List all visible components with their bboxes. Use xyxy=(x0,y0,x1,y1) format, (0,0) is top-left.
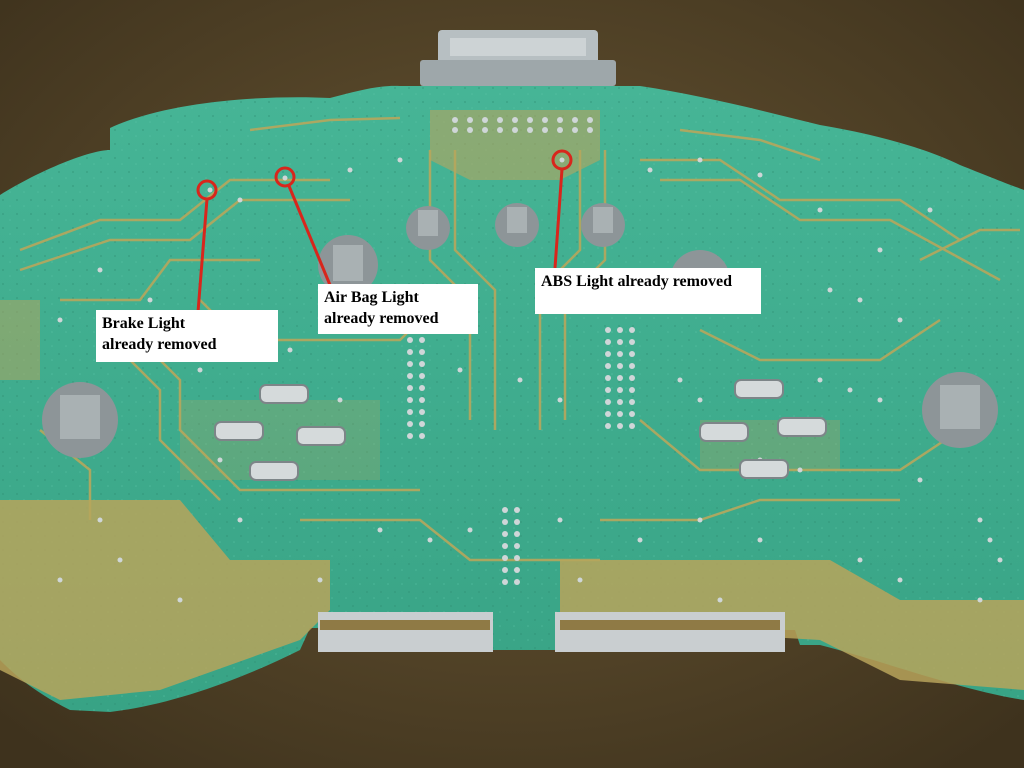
bulb-socket xyxy=(42,382,118,458)
bulb-sockets xyxy=(42,203,998,458)
abs-light-label: ABS Light already removed xyxy=(535,268,761,314)
brake-light-label-line2: already removed xyxy=(102,336,217,353)
bottom-connectors xyxy=(318,612,785,652)
brake-light-label: Brake Light already removed xyxy=(96,310,278,362)
airbag-light-label-line2: already removed xyxy=(324,310,439,327)
annotation-markers xyxy=(196,149,573,313)
solder-pads xyxy=(57,117,1003,603)
bulb-socket xyxy=(922,372,998,448)
bulb-socket xyxy=(406,206,450,250)
airbag-light-label-line1: Air Bag Light xyxy=(324,289,419,306)
airbag-light-marker xyxy=(274,166,296,188)
brake-light-label-line1: Brake Light xyxy=(102,315,186,332)
bulb-socket xyxy=(581,203,625,247)
top-connector xyxy=(420,30,616,86)
abs-light-label-line1: ABS Light already removed xyxy=(541,273,732,290)
airbag-light-label: Air Bag Light already removed xyxy=(318,284,478,334)
bulb-socket xyxy=(318,235,378,295)
twist-sockets xyxy=(214,379,827,481)
bulb-socket xyxy=(495,203,539,247)
